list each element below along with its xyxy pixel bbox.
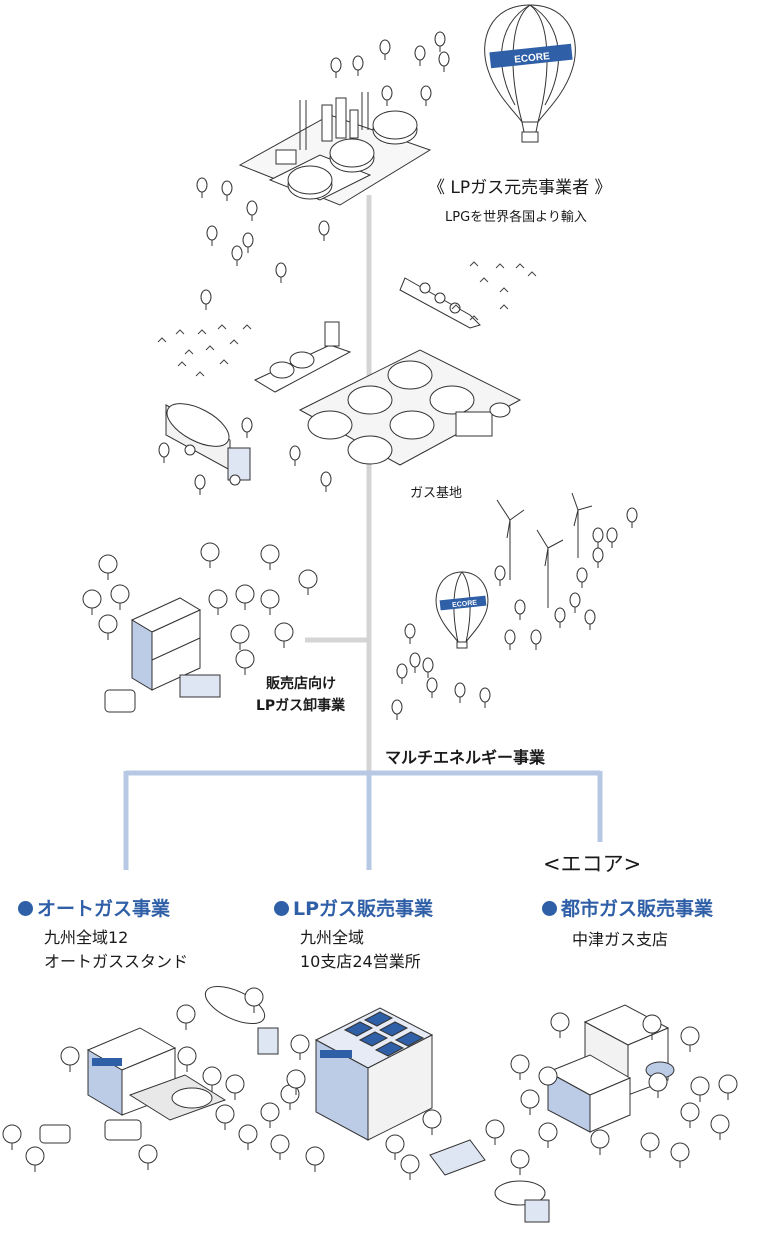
business-lp-gas-title: LPガス販売事業 [274,894,433,921]
business-city-gas-title: 都市ガス販売事業 [542,894,713,921]
multi-energy-label: マルチエネルギー事業 [385,748,546,767]
balloon-top: ECORE [484,4,576,143]
business-lp-gas-line2: 10支店24営業所 [300,952,421,971]
ecoa-label: <エコア> [543,852,642,876]
balloon-logo-middle: ECORE [452,600,478,610]
business-auto-gas-title: オートガス事業 [18,894,170,921]
balloon-middle: ECORE [435,571,489,649]
wholesaler-title: 《 LPガス元売事業者 》 [428,178,612,198]
business-auto-gas-line1: 九州全域12 [44,928,129,947]
business-lp-gas-line1: 九州全域 [300,928,365,947]
auto-gas-station-illustration [39,1027,227,1144]
business-auto-gas-name: オートガス事業 [37,898,171,920]
wholesaler-subtitle: LPGを世界各国より輸入 [445,210,587,225]
tanker-ship-small [399,277,481,329]
wholesale-label-line1: 販売店向け [266,676,336,692]
business-auto-gas-line2: オートガススタンド [44,952,189,971]
trees-multi [391,507,638,721]
bullet-icon [542,901,557,916]
truck-top-right [204,985,279,1055]
lp-gas-hq-illustration [314,1007,550,1223]
business-city-gas-name: 都市ガス販売事業 [561,898,714,920]
gas-base-illustration [253,321,522,466]
branch-lines [123,770,603,870]
city-gas-branch-illustration [546,1004,675,1133]
wholesale-label-line2: LPガス卸事業 [256,698,346,714]
balloon-logo-top: ECORE [514,51,551,66]
bullet-icon [274,901,289,916]
store-illustration [104,597,221,713]
wind-turbines [496,492,593,608]
refinery-illustration [238,92,432,206]
business-lp-gas-name: LPガス販売事業 [293,898,434,920]
gas-base-label: ガス基地 [410,486,463,501]
waves [157,261,537,377]
tank-truck-left [165,403,251,486]
bullet-icon [18,901,33,916]
business-city-gas-line1: 中津ガス支店 [572,930,669,949]
